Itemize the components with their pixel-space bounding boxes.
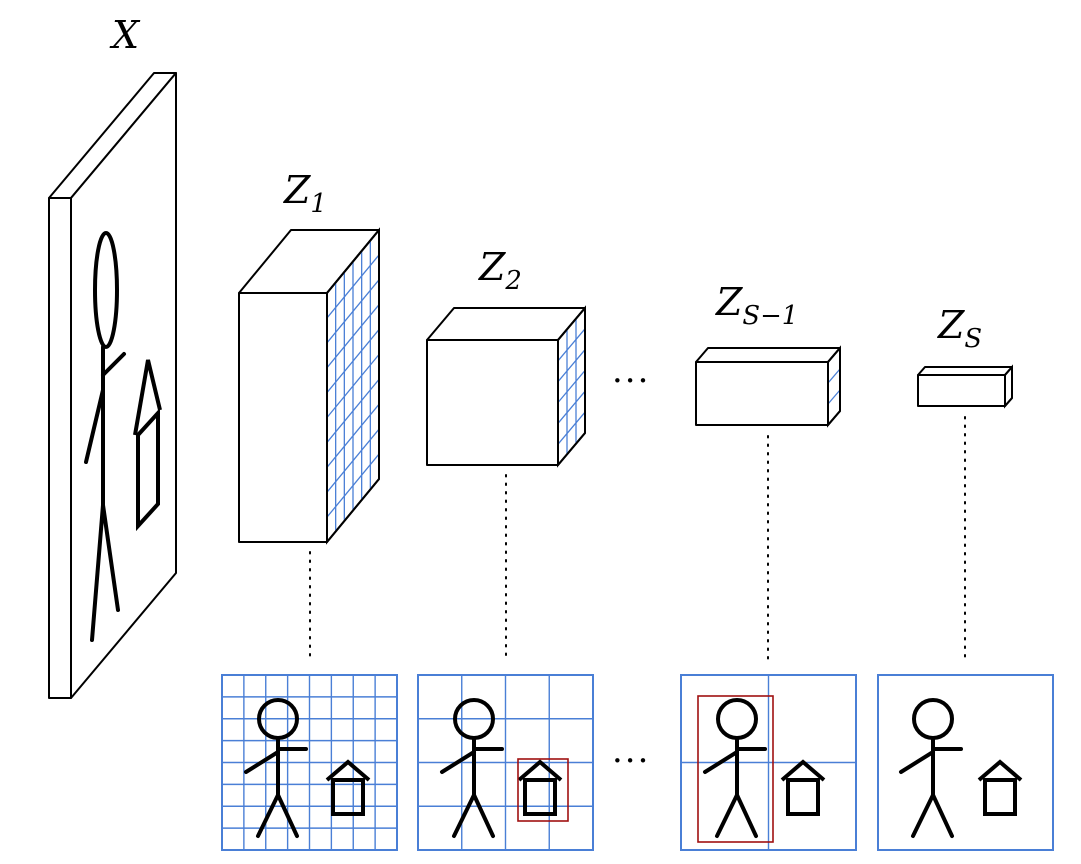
grid-z1-stick-figure [244, 698, 308, 838]
grid-z2 [417, 674, 594, 851]
grid-z2-stick-figure [440, 698, 504, 838]
grid-zs-stick-figure [899, 698, 963, 838]
label-z2: Z2 [479, 245, 522, 297]
house-roof [780, 759, 826, 782]
house-wall [331, 778, 365, 816]
figure-arm-left [899, 750, 935, 774]
figure-arm-left [440, 750, 476, 774]
figure-leg-right [931, 793, 954, 838]
block-zs1 [695, 345, 841, 428]
grid-zs1-house [780, 759, 826, 816]
ellipsis-bottom: ··· [612, 741, 651, 781]
house-wall [523, 778, 557, 816]
block-z1-side-grid-h [326, 378, 380, 443]
figure-leg-left [256, 793, 280, 838]
grid-z2-house [517, 759, 563, 816]
block-zs1-top [695, 347, 841, 363]
house-wall [983, 778, 1017, 816]
block-z1-side-grid-h [326, 329, 380, 394]
block-z2-side-grid-h [557, 328, 586, 362]
ellipsis-top: ··· [612, 361, 651, 401]
input-stick-figure [84, 231, 126, 642]
figure-arm-left [244, 750, 280, 774]
block-z1-side-grid-h [326, 304, 380, 369]
block-z2-side-grid-h [557, 370, 586, 403]
block-z1-front [238, 292, 328, 543]
figure-arm-left [703, 750, 739, 774]
block-z2-front [426, 339, 559, 466]
grid-zs1 [680, 674, 857, 851]
figure-leg-right [472, 793, 495, 838]
grid-zs1-stick-figure [703, 698, 767, 838]
figure-leg-left [715, 793, 739, 838]
block-z1-side-grid-h [326, 254, 380, 319]
block-zs-front [917, 374, 1006, 407]
block-z1-side-grid-h [326, 354, 380, 418]
house-roof [325, 759, 371, 782]
block-z2-side-grid-h [557, 390, 586, 424]
block-z1 [238, 227, 380, 545]
connectors [309, 416, 966, 661]
block-zs1-side-grid-h [827, 389, 841, 405]
figure-leg-left [911, 793, 935, 838]
input-slab-front [48, 197, 72, 699]
grid-z1-house [325, 759, 371, 816]
block-z2-side-grid-h [557, 349, 586, 383]
label-z1: Z1 [284, 168, 327, 220]
grid-panels [221, 674, 1054, 851]
label-zs: ZS [938, 303, 983, 355]
house-roof [517, 759, 563, 782]
block-z1-side-grid-h [326, 403, 380, 468]
figure-leg-right [276, 793, 299, 838]
figure-leg-left [452, 793, 476, 838]
block-zs1-side-grid-h [827, 368, 841, 384]
label-zs-minus-1: ZS−1 [716, 280, 799, 332]
block-z1-side-grid-h [326, 428, 380, 493]
grid-zs-frame [877, 674, 1054, 851]
label-x: X [112, 13, 140, 57]
block-z1-side-grid-h [326, 279, 380, 344]
grid-zs-house [977, 759, 1023, 816]
grid-zs [877, 674, 1054, 851]
grid-z2-highlight-box [517, 758, 569, 822]
grid-z1 [221, 674, 398, 851]
block-zs1-front [695, 361, 829, 426]
input-image-slab [48, 72, 177, 699]
block-zs-top [917, 366, 1013, 376]
block-z1-side-grid-h [326, 453, 380, 518]
figure-leg-right [735, 793, 758, 838]
grid-zs1-highlight-box [697, 695, 774, 843]
input-house [133, 359, 162, 532]
block-z2 [426, 305, 586, 468]
block-zs [917, 364, 1013, 409]
block-z2-side-grid-h [557, 411, 586, 445]
house-wall [786, 778, 820, 816]
house-roof [977, 759, 1023, 782]
feature-blocks [238, 227, 1013, 545]
